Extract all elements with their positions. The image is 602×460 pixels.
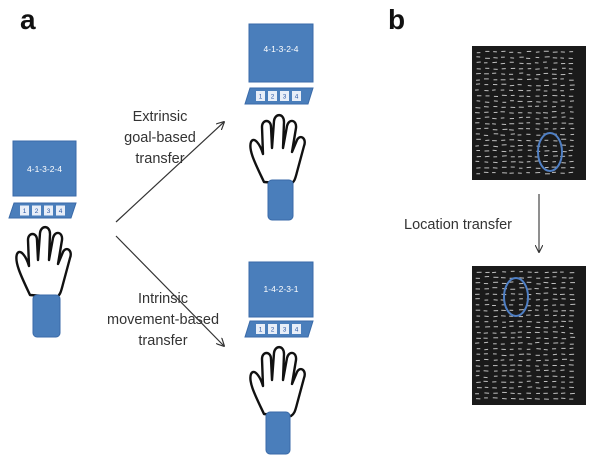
bottom-hand-icon: [249, 345, 306, 455]
left-sleeve: [32, 294, 61, 338]
top-computer: 4-1-3-2-4 1 2 3 4: [244, 23, 314, 105]
top-key-label: 1: [259, 94, 263, 101]
bottom-key-label: 3: [283, 327, 287, 334]
intrinsic-transfer-label: Intrinsic movement-based transfer: [88, 289, 238, 352]
bottom-sequence: 1-4-2-3-1: [264, 284, 299, 294]
top-hand-icon: [249, 113, 306, 221]
bottom-keyboard: [244, 320, 314, 338]
top-key-1: [256, 91, 265, 101]
top-keys: 1 2 3 4: [256, 91, 301, 101]
left-key-label: 4: [59, 208, 63, 215]
top-key-2: [268, 91, 277, 101]
dash-texture-top: [475, 50, 575, 175]
extrinsic-line-1: Extrinsic: [132, 109, 188, 125]
left-key-4: [56, 205, 65, 216]
bottom-key-4: [292, 324, 301, 334]
top-sequence: 4-1-3-2-4: [264, 44, 299, 54]
bottom-key-label: 2: [271, 327, 275, 334]
top-key-3: [280, 91, 289, 101]
left-key-1: [20, 205, 29, 216]
extrinsic-line-3: transfer: [135, 151, 185, 167]
left-key-label: 1: [23, 208, 27, 215]
bottom-screen: [248, 261, 314, 318]
display-bottom: [472, 266, 586, 405]
top-key-label: 3: [283, 94, 287, 101]
dash-texture-bottom: [475, 270, 576, 400]
top-sleeve: [267, 179, 294, 221]
left-key-label: 3: [47, 208, 51, 215]
location-transfer-label: Location transfer: [404, 217, 513, 233]
panel-label-a: a: [20, 4, 36, 35]
intrinsic-line-2: movement-based: [106, 312, 220, 328]
top-key-4: [292, 91, 301, 101]
bottom-sleeve: [265, 411, 291, 455]
target-ellipse-bottom: [503, 277, 529, 317]
bottom-key-label: 1: [259, 327, 263, 334]
top-key-label: 4: [295, 94, 299, 101]
extrinsic-line-2: goal-based: [124, 130, 196, 146]
left-hand-icon: [15, 225, 72, 338]
left-key-2: [32, 205, 41, 216]
left-keyboard: [8, 202, 77, 219]
extrinsic-transfer-label: Extrinsic goal-based transfer: [100, 107, 220, 170]
top-keyboard: [244, 87, 314, 105]
left-sequence: 4-1-3-2-4: [27, 164, 62, 174]
intrinsic-line-1: Intrinsic: [138, 291, 188, 307]
left-screen: [12, 140, 77, 197]
arrow-extrinsic: [115, 122, 224, 223]
top-screen: [248, 23, 314, 83]
bottom-keys: 1 2 3 4: [256, 324, 301, 334]
bottom-key-3: [280, 324, 289, 334]
left-computer: 4-1-3-2-4 1 2 3 4: [8, 140, 77, 219]
display-top: [472, 46, 586, 180]
panel-label-b: b: [388, 4, 406, 35]
left-key-label: 2: [35, 208, 39, 215]
bottom-computer: 1-4-2-3-1 1 2 3 4: [244, 261, 314, 338]
intrinsic-line-3: transfer: [138, 333, 188, 349]
left-key-3: [44, 205, 53, 216]
target-ellipse-top: [537, 132, 563, 172]
arrow-intrinsic: [115, 235, 224, 346]
bottom-key-label: 4: [295, 327, 299, 334]
bottom-key-2: [268, 324, 277, 334]
bottom-key-1: [256, 324, 265, 334]
top-key-label: 2: [271, 94, 275, 101]
left-keys: 1 2 3 4: [20, 205, 65, 216]
